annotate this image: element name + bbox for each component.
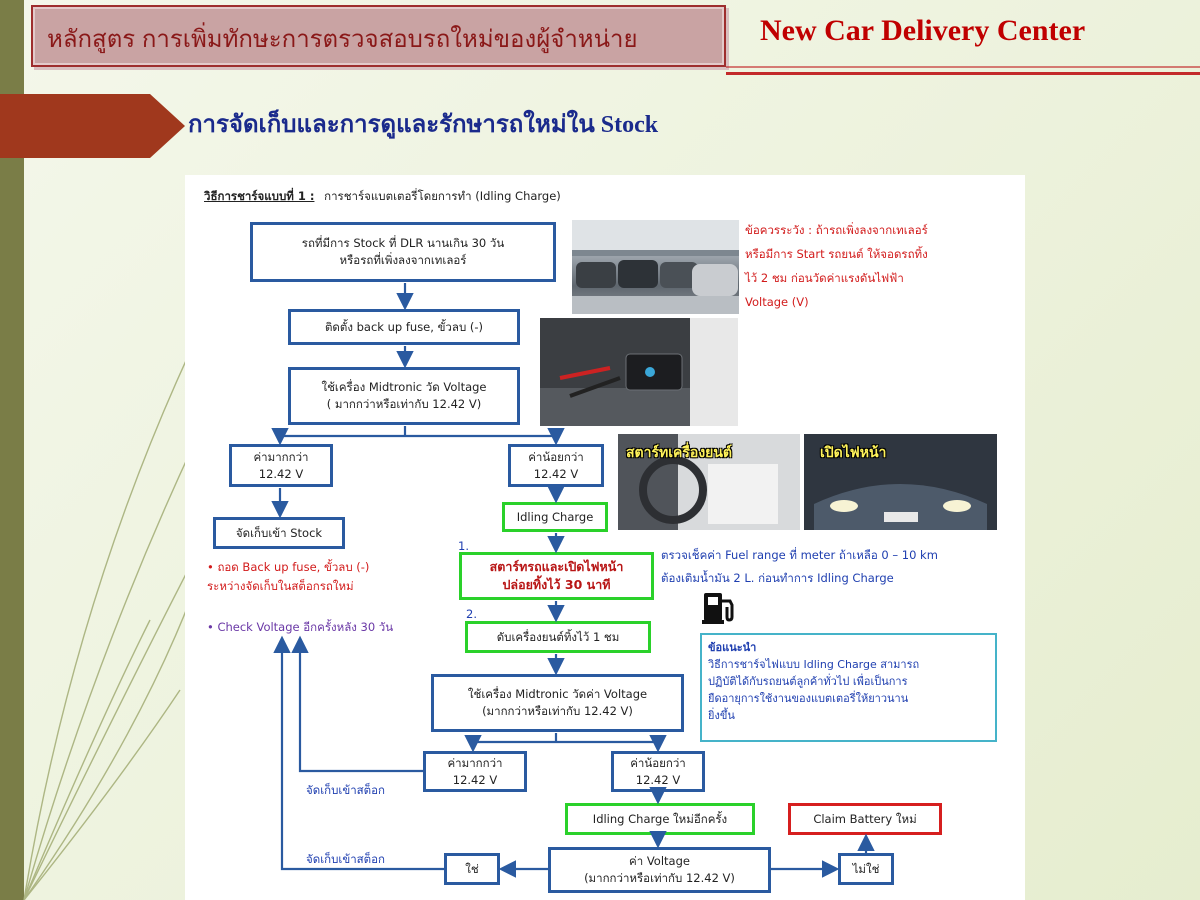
measure2-line-1: ใช้เครื่อง Midtronic วัดค่า Voltage: [467, 687, 648, 702]
stock-condition-line-1: รถที่มีการ Stock ที่ DLR นานเกิน 30 วัน: [301, 236, 505, 251]
method-label: วิธีการชาร์จแบบที่ 1 :: [204, 189, 315, 203]
step-number-1: 1.: [458, 539, 469, 553]
more1-line-1: ค่ามากกว่า: [253, 449, 309, 464]
box-idling-charge-again: Idling Charge ใหม่อีกครั้ง: [565, 803, 755, 835]
final-voltage-line-2: (มากกว่าหรือเท่ากับ 12.42 V): [584, 871, 735, 885]
method-desc: การชาร์จแบตเตอรี่โดยการทำ (Idling Charge…: [324, 189, 561, 203]
header-rule-thin: [726, 66, 1200, 68]
midtronic-test-image: [540, 318, 738, 426]
step-number-2: 2.: [466, 607, 477, 621]
stock-condition-line-2: หรือรถที่เพิ่งลงจากเทเลอร์: [339, 253, 467, 267]
yes-text: ใช่: [465, 861, 479, 876]
header-rule: [726, 72, 1200, 75]
box-more-than-2: ค่ามากกว่า 12.42 V: [423, 751, 527, 792]
fuel-note: ตรวจเช็คค่า Fuel range ที่ meter ถ้าเหลื…: [661, 544, 938, 590]
advice-line-3: ยืดอายุการใช้งานของแบตเตอรี่ให้ยาวนาน: [708, 692, 909, 706]
box-final-voltage: ค่า Voltage (มากกว่าหรือเท่ากับ 12.42 V): [548, 847, 771, 893]
store-label-1: จัดเก็บเข้าสต็อก: [306, 783, 386, 797]
caution-line-4: Voltage (V): [745, 295, 809, 309]
fuel-pump-icon: [702, 593, 734, 624]
remove-fuse-line-1: • ถอด Back up fuse, ขั้วลบ (-): [207, 560, 370, 574]
measure2-line-2: (มากกว่าหรือเท่ากับ 12.42 V): [482, 704, 633, 718]
start-engine-label: สตาร์ทเครื่องยนต์: [626, 445, 733, 461]
box-less-than-2: ค่าน้อยกว่า 12.42 V: [611, 751, 705, 792]
headlights-image: [804, 434, 997, 530]
step1-line-2: ปล่อยทิ้งไว้ 30 นาที: [502, 577, 611, 592]
photo-start-engine: สตาร์ทเครื่องยนต์: [618, 434, 800, 530]
box-store-stock: จัดเก็บเข้า Stock: [213, 517, 345, 549]
step2-text: ดับเครื่องยนต์ทิ้งไว้ 1 ชม: [496, 629, 620, 644]
section-title: การจัดเก็บและการดูและรักษารถใหม่ใน Stock: [188, 112, 659, 138]
course-title-box: หลักสูตร การเพิ่มทักษะการตรวจสอบรถใหม่ขอ…: [31, 5, 726, 67]
more2-line-2: 12.42 V: [452, 772, 498, 787]
step1-line-1: สตาร์ทรถและเปิดไฟหน้า: [489, 558, 624, 574]
idling-charge-text: Idling Charge: [516, 509, 594, 524]
box-less-than-1: ค่าน้อยกว่า 12.42 V: [508, 444, 604, 487]
advice-head: ข้อแนะนำ: [708, 641, 757, 654]
headlights-label: เปิดไฟหน้า: [820, 445, 887, 461]
caution-line-1: ข้อควรระวัง : ถ้ารถเพิ่งลงจากเทเลอร์: [745, 223, 928, 237]
box-measure-voltage-1: ใช้เครื่อง Midtronic วัด Voltage ( มากกว…: [288, 367, 520, 425]
install-fuse-text: ติดตั้ง back up fuse, ขั้วลบ (-): [324, 319, 484, 334]
center-title: New Car Delivery Center: [760, 14, 1086, 47]
photo-parked-cars: [572, 220, 739, 314]
less2-line-2: 12.42 V: [635, 772, 681, 787]
advice-line-4: ยิ่งขึ้น: [708, 709, 735, 723]
method-line: วิธีการชาร์จแบบที่ 1 : การชาร์จแบตเตอรี่…: [204, 188, 561, 206]
fuel-line-1: ตรวจเช็คค่า Fuel range ที่ meter ถ้าเหลื…: [661, 548, 938, 562]
advice-box: ข้อแนะนำ วิธีการชาร์จไฟแบบ Idling Charge…: [700, 633, 997, 742]
more1-line-2: 12.42 V: [258, 466, 304, 481]
less1-line-2: 12.42 V: [533, 466, 579, 481]
parked-cars-image: [572, 220, 739, 314]
remove-fuse-note: • ถอด Back up fuse, ขั้วลบ (-) ระหว่างจั…: [207, 558, 369, 596]
more2-line-1: ค่ามากกว่า: [447, 755, 503, 770]
box-install-fuse: ติดตั้ง back up fuse, ขั้วลบ (-): [288, 309, 520, 345]
store-label-2: จัดเก็บเข้าสต็อก: [306, 852, 386, 866]
box-engine-off: ดับเครื่องยนต์ทิ้งไว้ 1 ชม: [465, 621, 651, 653]
caution-note: ข้อควรระวัง : ถ้ารถเพิ่งลงจากเทเลอร์ หรื…: [745, 218, 928, 314]
box-stock-condition: รถที่มีการ Stock ที่ DLR นานเกิน 30 วัน …: [250, 222, 556, 282]
caution-line-2: หรือมีการ Start รถยนต์ ให้จอดรถทิ้ง: [745, 247, 928, 261]
photo-midtronic-test: [540, 318, 738, 426]
box-measure-voltage-2: ใช้เครื่อง Midtronic วัดค่า Voltage (มาก…: [431, 674, 684, 732]
measure1-line-1: ใช้เครื่อง Midtronic วัด Voltage: [321, 380, 487, 395]
photo-headlights: เปิดไฟหน้า: [804, 434, 997, 530]
store-stock-text: จัดเก็บเข้า Stock: [235, 525, 323, 540]
caution-line-3: ไว้ 2 ชม ก่อนวัดค่าแรงดันไฟฟ้า: [745, 271, 904, 285]
less1-line-1: ค่าน้อยกว่า: [528, 449, 584, 464]
claim-battery-text: Claim Battery ใหม่: [813, 811, 917, 826]
course-title: หลักสูตร การเพิ่มทักษะการตรวจสอบรถใหม่ขอ…: [47, 26, 638, 53]
start-engine-image: [618, 434, 800, 530]
less2-line-1: ค่าน้อยกว่า: [630, 755, 686, 770]
idling-again-text: Idling Charge ใหม่อีกครั้ง: [592, 811, 728, 826]
no-text: ไม่ใช่: [852, 861, 880, 876]
measure1-line-2: ( มากกว่าหรือเท่ากับ 12.42 V): [326, 397, 482, 411]
final-voltage-line-1: ค่า Voltage: [629, 854, 690, 869]
box-yes: ใช่: [444, 853, 500, 885]
advice-line-1: วิธีการชาร์จไฟแบบ Idling Charge สามารถ: [708, 658, 920, 672]
check-voltage-note: • Check Voltage อีกครั้งหลัง 30 วัน: [207, 620, 394, 634]
box-more-than-1: ค่ามากกว่า 12.42 V: [229, 444, 333, 487]
box-no: ไม่ใช่: [838, 853, 894, 885]
box-idling-charge: Idling Charge: [502, 502, 608, 532]
advice-line-2: ปฏิบัติได้กับรถยนต์ลูกค้าทั่วไป เพื่อเป็…: [708, 675, 908, 689]
box-start-and-headlights: สตาร์ทรถและเปิดไฟหน้า ปล่อยทิ้งไว้ 30 นา…: [459, 552, 654, 600]
fuel-line-2: ต้องเติมน้ำมัน 2 L. ก่อนทำการ Idling Cha…: [661, 571, 894, 585]
box-claim-battery: Claim Battery ใหม่: [788, 803, 942, 835]
section-arrow-banner: [0, 94, 185, 158]
remove-fuse-line-2: ระหว่างจัดเก็บในสต็อกรถใหม่: [207, 579, 354, 593]
